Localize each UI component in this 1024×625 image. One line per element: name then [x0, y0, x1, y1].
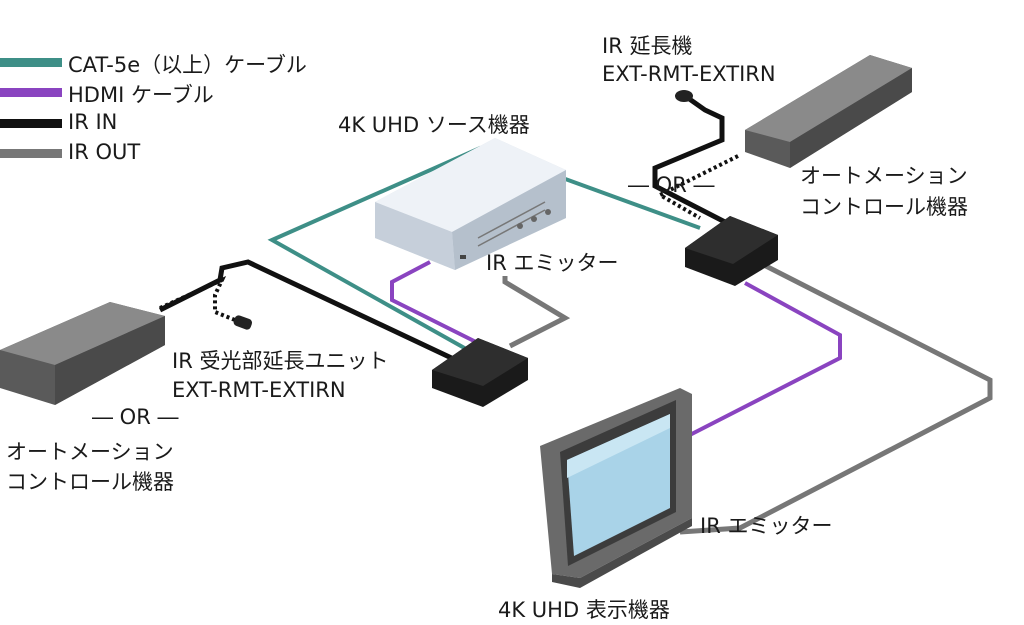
cat5e-cable: [267, 145, 701, 352]
automation-top-label-line1: オートメーション: [800, 164, 968, 188]
ir-emitter-bottom-label: IR エミッター: [700, 514, 833, 538]
automation-left-label-line1: オートメーション: [6, 440, 174, 464]
legend-label-cat5e: CAT-5e（以上）ケーブル: [68, 53, 307, 77]
ir-in-dotted-left: [159, 275, 241, 324]
hdmi-cable-source: [390, 260, 481, 346]
ir-out-cable-left: [502, 276, 571, 349]
ir-in-cable-top: [652, 95, 727, 225]
legend-label-ir-out: IR OUT: [68, 140, 141, 164]
automation-control-box-left: [0, 302, 165, 405]
automation-top-label-line2: コントロール機器: [800, 195, 968, 219]
ir-receiver-model-label: EXT-RMT-EXTIRN: [172, 378, 346, 402]
legend-swatch-cat5e: [0, 58, 62, 67]
source-device: [375, 138, 566, 270]
automation-left-label-line2: コントロール機器: [6, 470, 174, 494]
extender-box-right: [685, 216, 778, 286]
legend-swatch-ir-out: [0, 149, 62, 158]
ir-extender-label: IR 延長機: [602, 34, 693, 58]
display-device: [540, 388, 692, 588]
ir-receiver-unit-label: IR 受光部延長ユニット: [172, 349, 389, 373]
extender-box-left: [432, 338, 528, 407]
legend-label-hdmi: HDMI ケーブル: [68, 83, 214, 107]
ir-sensor-top: [675, 90, 693, 102]
hdmi-cable-display: [679, 281, 842, 442]
display-device-label: 4K UHD 表示機器: [498, 598, 670, 622]
ir-out-cable-right: [679, 259, 993, 535]
ir-sensor-left: [233, 315, 253, 330]
ir-emitter-top-label: IR エミッター: [486, 251, 619, 275]
or-label-top: ― OR ―: [628, 173, 715, 197]
legend-label-ir-in: IR IN: [68, 110, 118, 134]
or-label-left: ― OR ―: [92, 405, 179, 429]
source-device-label: 4K UHD ソース機器: [338, 113, 530, 137]
legend-swatch-hdmi: [0, 88, 62, 97]
automation-control-box-top: [745, 55, 912, 168]
ir-extender-model-label: EXT-RMT-EXTIRN: [602, 62, 776, 86]
legend-swatch-ir-in: [0, 119, 62, 128]
